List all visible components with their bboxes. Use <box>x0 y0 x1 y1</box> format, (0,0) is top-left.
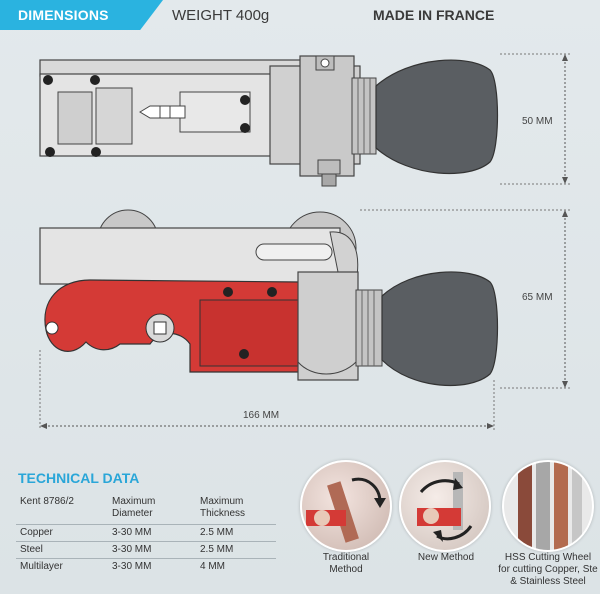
origin-label: MADE IN FRANCE <box>373 7 495 23</box>
table-row: Steel 3-30 MM 2.5 MM <box>16 541 276 559</box>
weight-label: WEIGHT 400g <box>172 7 270 24</box>
new-method-image <box>399 460 491 552</box>
technical-data-title: TECHNICAL DATA <box>18 470 140 486</box>
new-method-caption: New Method <box>417 552 475 563</box>
length-label: 166 MM <box>243 410 280 421</box>
table-cell: 2.5 MM <box>196 524 276 542</box>
top-view <box>39 55 499 187</box>
dim-arrow-length <box>39 350 495 430</box>
section-label: DIMENSIONS <box>18 7 109 23</box>
table-row: Multilayer 3-30 MM 4 MM <box>16 558 276 575</box>
table-header-row: Kent 8786/2 Maximum Diameter Maximum Thi… <box>16 494 276 525</box>
dim-arrow-top <box>500 53 570 185</box>
table-cell: Copper <box>16 524 108 542</box>
column-header: Maximum Diameter <box>112 496 156 519</box>
table-cell: Multilayer <box>16 558 108 575</box>
traditional-method-image <box>300 460 392 552</box>
hss-wheel-caption: HSS Cutting Wheel for cutting Copper, St… <box>498 552 598 587</box>
height-top-label: 50 MM <box>522 116 553 127</box>
section-tab: DIMENSIONS <box>0 0 163 30</box>
column-header: Maximum Thickness <box>200 496 246 519</box>
table-cell: 3-30 MM <box>108 524 196 542</box>
table-cell: 3-30 MM <box>108 541 196 559</box>
table-cell: 4 MM <box>196 558 276 575</box>
column-header: Kent 8786/2 <box>20 496 74 507</box>
table-row: Copper 3-30 MM 2.5 MM <box>16 524 276 542</box>
table-cell: Steel <box>16 541 108 559</box>
traditional-method-caption: Traditional Method <box>322 552 370 575</box>
table-cell: 2.5 MM <box>196 541 276 559</box>
height-side-label: 65 MM <box>522 292 553 303</box>
dim-arrow-side <box>360 209 570 389</box>
hss-cutting-wheel-image <box>502 460 594 552</box>
table-cell: 3-30 MM <box>108 558 196 575</box>
technical-data-table: Kent 8786/2 Maximum Diameter Maximum Thi… <box>16 494 276 575</box>
side-view <box>39 209 499 387</box>
